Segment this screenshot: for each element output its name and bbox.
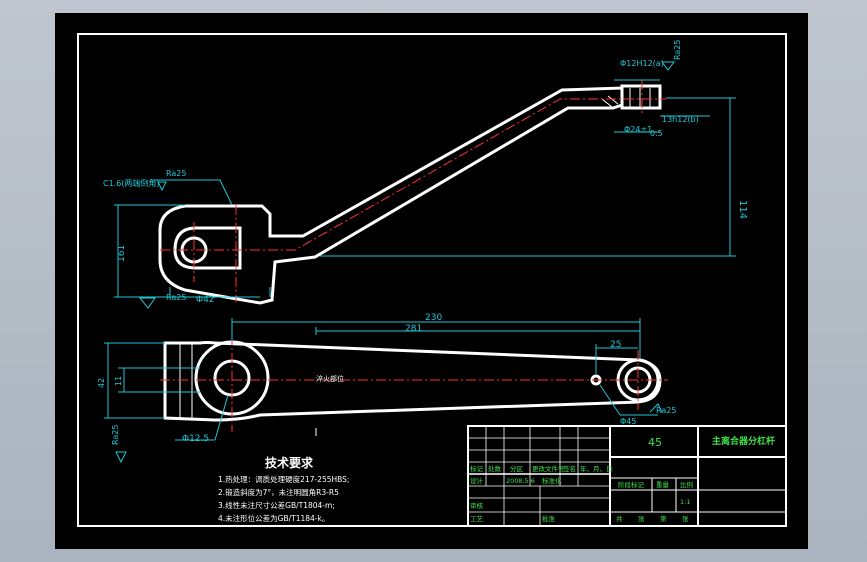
title-block [467, 425, 787, 527]
tb-approve: 批准 [542, 514, 556, 523]
tech-line-3: 3.线性未注尺寸公差GB/T1804-m; [218, 500, 335, 510]
tb-sign: 签名 [563, 464, 576, 473]
dim-phi12-5: Φ12.5 [182, 434, 209, 444]
tb-scale: 比例 [680, 480, 693, 489]
tb-count: 处数 [488, 464, 502, 473]
tb-total: 共 [616, 514, 623, 523]
dim-ra25-b: Ra25 [166, 293, 186, 302]
dim-281: 281 [405, 324, 422, 334]
tb-sheetword: 张 [638, 514, 645, 523]
dim-230: 230 [425, 313, 442, 323]
tb-check: 审核 [470, 501, 484, 510]
center-note: 淬火部位 [316, 374, 344, 383]
dim-114: 114 [737, 200, 748, 219]
dim-c16: C1.6(两端倒角) [103, 178, 160, 188]
tb-date-val: 2008.5.6 [506, 477, 535, 485]
tb-weight: 重量 [656, 481, 670, 489]
tb-sheetword2: 张 [682, 514, 689, 523]
tb-designer: 设计 [470, 476, 484, 485]
tech-line-1: 1.热处理：调质处理硬度217-255HBS; [218, 474, 349, 484]
tech-line-2: 2.锻造斜度为7°，未注明圆角R3-R5 [218, 487, 339, 497]
sheet-background [55, 13, 808, 549]
title-block-text: 标记 处数 分区 更改文件号 签名 年、月、日 设计 2008.5.6 标准化 … [470, 464, 693, 523]
tb-part-name: 主离合器分杠杆 [712, 435, 775, 447]
dim-11: 11 [114, 376, 123, 386]
dim-phi24: Φ24±1 [624, 125, 652, 134]
dim-13h12: 13h12(b) [662, 115, 699, 124]
dim-161: 161 [117, 245, 127, 262]
tb-stage: 阶段标记 [618, 480, 645, 489]
top-view-dimensions [114, 61, 736, 309]
tb-craft: 工艺 [470, 515, 484, 523]
dim-tol05: 0.5 [650, 129, 663, 138]
tech-title: 技术要求 [265, 455, 314, 470]
top-view-centerlines [160, 80, 666, 302]
top-view-details [601, 88, 651, 108]
tech-line-4: 4.未注形位公差为GB/T1184-k。 [218, 513, 329, 523]
front-view-centerlines [160, 335, 668, 432]
tb-mark: 标记 [470, 464, 484, 473]
tb-material: 45 [648, 436, 662, 449]
tb-doc: 更改文件号 [532, 464, 565, 473]
tb-std: 标准化 [542, 476, 562, 485]
dim-phi42: Φ42 [196, 295, 215, 305]
dim-ra25-d: Ra25 [656, 406, 676, 415]
dim-phi45: Φ45 [620, 417, 636, 426]
tb-date: 年、月、日 [580, 464, 613, 473]
tb-zone: 分区 [510, 464, 524, 473]
front-view-dimensions [104, 318, 663, 464]
dim-ra25-c: Ra25 [673, 40, 682, 60]
dim-ra25-a: Ra25 [166, 169, 186, 178]
tb-this: 第 [660, 514, 667, 523]
tb-ratio: 1:1 [680, 498, 690, 506]
dim-42: 42 [97, 378, 106, 388]
dim-25: 25 [610, 340, 621, 350]
dim-phi12-top: Φ12H12(a) [620, 59, 664, 68]
drawing-frame [77, 33, 787, 527]
dim-ra25-e: Ra25 [111, 425, 120, 445]
